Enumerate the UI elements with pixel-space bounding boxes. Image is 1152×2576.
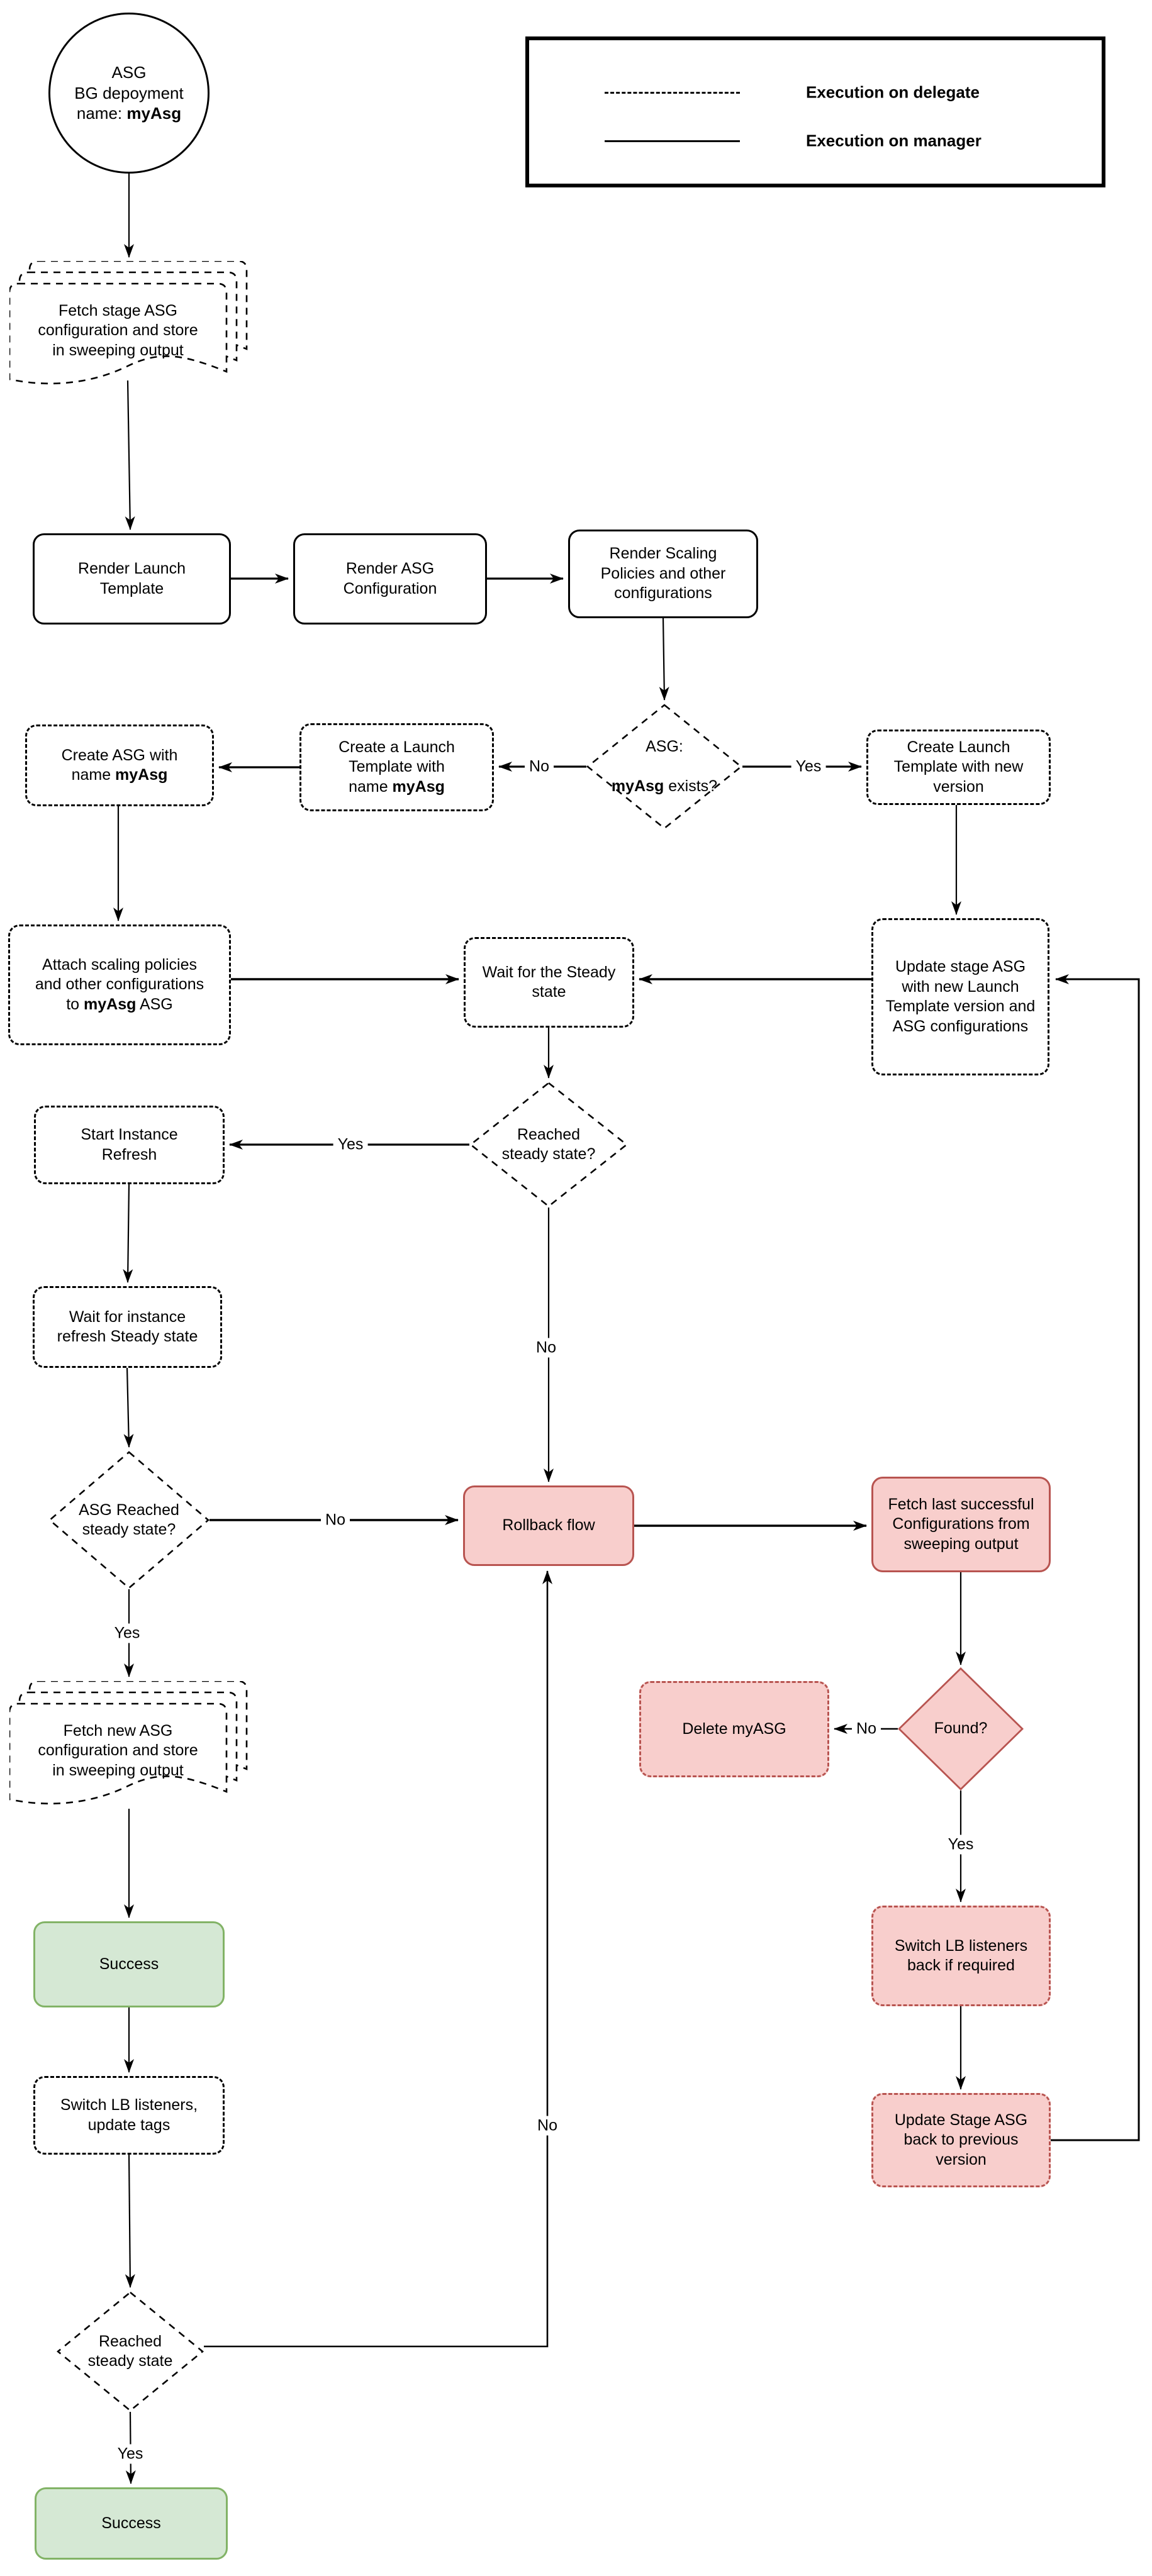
create-asg-text: Create ASG with name myAsg (62, 746, 178, 786)
node-start-circle: ASG BG depoyment name: myAsg (48, 13, 210, 174)
attach-policies-line3-post: ASG (136, 995, 173, 1013)
attach-policies-line3: to myAsg ASG (35, 995, 204, 1015)
node-final-reached-steady-decision: Reached steady state (57, 2291, 204, 2412)
node-fetch-stage-config: Fetch stage ASG configuration and store … (8, 260, 252, 393)
start-circle-line2: BG depoyment (74, 83, 184, 103)
edge-label-exists-yes: Yes (791, 757, 826, 777)
create-launch-named-line2: Template with (349, 758, 445, 776)
asg-reached-label: ASG Reached steady state? (79, 1501, 179, 1539)
document-stack-icon (8, 1680, 248, 1805)
document-stack-icon (8, 260, 248, 385)
node-render-asg-configuration: Render ASG Configuration (293, 533, 487, 625)
edge-label-final-yes: Yes (113, 2444, 148, 2464)
edge-fetch-config-to-render-launch (125, 380, 135, 530)
node-wait-steady-state: Wait for the Steady state (464, 937, 634, 1028)
node-asg-reached-steady-decision: ASG Reached steady state? (48, 1451, 210, 1589)
attach-policies-text: Attach scaling policies and other config… (35, 955, 204, 1015)
legend-label-manager: Execution on manager (806, 131, 981, 150)
node-update-stage-asg-back: Update Stage ASG back to previous versio… (871, 2093, 1051, 2187)
node-render-launch-template: Render Launch Template (33, 533, 231, 625)
create-launch-named-line3: name myAsg (338, 777, 455, 797)
create-launch-named-line3-bold: myAsg (392, 777, 445, 796)
node-attach-scaling-policies: Attach scaling policies and other config… (8, 924, 231, 1045)
start-circle-line3: name: myAsg (74, 103, 183, 124)
node-start-instance-refresh: Start Instance Refresh (34, 1106, 225, 1184)
fetch-new-asg-config-label: Fetch new ASG configuration and store in… (38, 1721, 198, 1779)
create-asg-line2: name myAsg (62, 765, 178, 786)
node-success-main: Success (33, 1921, 225, 2007)
node-found-decision: Found? (898, 1667, 1024, 1790)
legend-label-delegate: Execution on delegate (806, 82, 980, 102)
edge-label-asg-reached-no: No (321, 1510, 350, 1530)
reached-steady-diamond-shape (469, 1082, 628, 1208)
node-switch-lb-listeners-back: Switch LB listeners back if required (871, 1906, 1051, 2006)
edge-label-rollback-return-no: No (533, 2116, 562, 2136)
create-asg-line2-bold: myAsg (115, 766, 168, 784)
create-asg-line2-pre: name (71, 766, 116, 784)
edge-final-reached-no-to-rollback (204, 1570, 552, 2348)
edge-label-asg-reached-yes: Yes (109, 1623, 145, 1643)
legend: Execution on delegate Execution on manag… (525, 36, 1105, 187)
edge-switch-lb-to-final-reached (125, 2154, 135, 2288)
node-success-final: Success (35, 2487, 228, 2560)
node-reached-steady-decision: Reached steady state? (469, 1082, 628, 1208)
node-update-stage-asg: Update stage ASG with new Launch Templat… (871, 918, 1049, 1075)
reached-steady-label: Reached steady state? (501, 1125, 596, 1163)
final-reached-label: Reached steady state (87, 2332, 173, 2370)
node-create-asg: Create ASG with name myAsg (25, 724, 214, 806)
edge-label-reached-yes: Yes (333, 1135, 368, 1155)
start-circle-line3-bold: myAsg (126, 104, 182, 123)
edge-render-scaling-to-exists (659, 618, 669, 701)
asg-exists-diamond-shape (586, 704, 742, 830)
create-launch-named-line1: Create a Launch (338, 738, 455, 756)
legend-solid-line-sample (605, 140, 740, 142)
attach-policies-line2: and other configurations (35, 975, 204, 994)
edge-wait-refresh-to-asg-reached (123, 1367, 134, 1448)
attach-policies-line1: Attach scaling policies (42, 955, 197, 974)
node-rollback-flow: Rollback flow (463, 1485, 634, 1566)
start-circle-line3-pre: name: (76, 104, 127, 123)
edge-label-found-yes: Yes (943, 1835, 978, 1855)
start-circle-text: ASG BG depoyment name: myAsg (74, 62, 183, 124)
found-diamond-shape (898, 1667, 1024, 1790)
edge-label-found-no: No (852, 1719, 881, 1739)
fetch-stage-config-label: Fetch stage ASG configuration and store … (38, 301, 198, 359)
node-wait-instance-refresh: Wait for instance refresh Steady state (33, 1286, 222, 1368)
attach-policies-line3-bold: myAsg (84, 995, 137, 1013)
node-fetch-new-asg-config: Fetch new ASG configuration and store in… (8, 1680, 252, 1813)
node-create-launch-template-new-version: Create Launch Template with new version (866, 730, 1051, 805)
node-asg-exists-decision: ASG: myAsg exists? (586, 704, 742, 830)
attach-policies-line3-pre: to (66, 995, 84, 1013)
node-render-scaling-policies: Render Scaling Policies and other config… (568, 530, 758, 618)
node-fetch-last-successful: Fetch last successful Configurations fro… (871, 1477, 1051, 1572)
edge-label-reached-no: No (532, 1338, 561, 1358)
create-asg-line1: Create ASG with (61, 746, 178, 764)
node-delete-myasg: Delete myASG (639, 1681, 829, 1777)
start-circle-line1: ASG (111, 62, 147, 82)
asg-reached-diamond-shape (48, 1451, 210, 1589)
create-launch-named-text: Create a Launch Template with name myAsg (338, 738, 455, 797)
asg-exists-line2-post: exists? (664, 777, 718, 795)
asg-exists-line2: myAsg exists? (612, 777, 717, 797)
create-launch-named-line3-pre: name (349, 777, 393, 796)
edge-start-refresh-to-wait-refresh (123, 1184, 133, 1283)
legend-dashed-line-sample (605, 92, 740, 94)
edge-label-exists-no: No (525, 757, 554, 777)
final-reached-diamond-shape (57, 2291, 204, 2412)
edge-loop-update-back-to-update-stage (1051, 974, 1140, 2141)
node-create-launch-template-named: Create a Launch Template with name myAsg (299, 723, 494, 811)
asg-exists-label: ASG: myAsg exists? (586, 704, 742, 830)
found-label: Found? (934, 1719, 988, 1738)
node-switch-lb-listeners: Switch LB listeners, update tags (33, 2076, 225, 2155)
asg-exists-line1: ASG: (646, 737, 683, 755)
asg-exists-line2-bold: myAsg (611, 777, 664, 795)
